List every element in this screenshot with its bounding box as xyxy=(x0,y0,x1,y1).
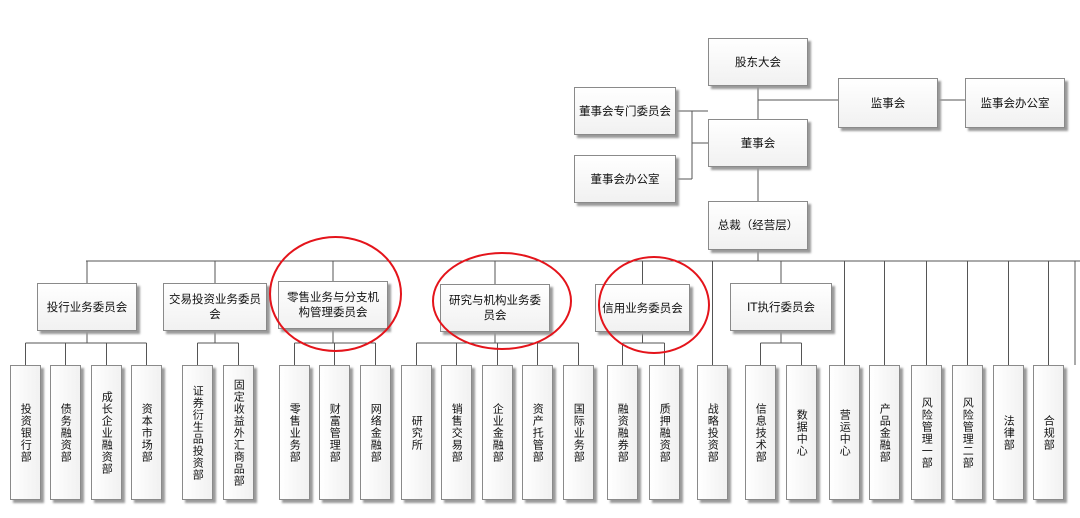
committee-box-label: 交易投资业务委员会 xyxy=(169,292,261,321)
committee-box: 投行业务委员会 xyxy=(37,283,137,331)
committee-box: IT执行委员会 xyxy=(730,283,832,331)
department-box-label: 合规部 xyxy=(1042,414,1056,451)
department-box-label: 销售交易部 xyxy=(450,402,464,463)
president-label: 总裁（经营层） xyxy=(717,218,799,232)
supervisors-office-box: 监事会办公室 xyxy=(965,78,1065,128)
department-box: 信息技术部 xyxy=(745,365,776,500)
department-box: 法律部 xyxy=(993,365,1024,500)
committee-box-label: IT执行委员会 xyxy=(747,299,815,314)
board-label: 董事会 xyxy=(740,135,776,150)
shareholders-label: 股东大会 xyxy=(735,54,781,69)
department-box: 证券衍生品投资部 xyxy=(182,365,213,500)
department-box-label: 营运中心 xyxy=(838,408,852,457)
department-box-label: 质押融资部 xyxy=(658,402,672,463)
board-office-label: 董事会办公室 xyxy=(590,171,660,186)
highlight-circle xyxy=(598,256,710,354)
department-box: 合规部 xyxy=(1033,365,1064,500)
president-box: 总裁（经营层） xyxy=(708,201,808,250)
department-box: 固定收益外汇商品部 xyxy=(223,365,254,500)
department-box-label: 产品金融部 xyxy=(878,402,892,463)
department-box-label: 资产托管部 xyxy=(531,402,545,463)
department-box-label: 债务融资部 xyxy=(59,402,73,463)
department-box: 风险管理一部 xyxy=(911,365,942,500)
department-box: 成长企业融资部 xyxy=(91,365,122,500)
department-box: 营运中心 xyxy=(829,365,860,500)
department-box-label: 企业金融部 xyxy=(491,402,505,463)
department-box-label: 财富管理部 xyxy=(328,402,342,463)
department-box: 投资银行部 xyxy=(10,365,41,500)
department-box: 销售交易部 xyxy=(441,365,472,500)
board-committee-box: 董事会专门委员会 xyxy=(574,87,676,135)
supervisors-label: 监事会 xyxy=(870,95,906,110)
department-box-label: 成长企业融资部 xyxy=(100,390,114,475)
department-box-label: 风险管理一部 xyxy=(920,396,934,469)
department-box-label: 法律部 xyxy=(1002,414,1016,451)
department-box-label: 网络金融部 xyxy=(369,402,383,463)
department-box-label: 固定收益外汇商品部 xyxy=(232,378,246,487)
department-box-label: 国际业务部 xyxy=(572,402,586,463)
department-box-label: 融资融券部 xyxy=(616,402,630,463)
board-box: 董事会 xyxy=(708,119,808,167)
board-committee-label: 董事会专门委员会 xyxy=(579,103,671,118)
department-box-label: 资本市场部 xyxy=(140,402,154,463)
committee-box-label: 投行业务委员会 xyxy=(46,299,128,314)
department-box: 研究所 xyxy=(401,365,432,500)
department-box-label: 证券衍生品投资部 xyxy=(191,384,205,481)
department-box: 资产托管部 xyxy=(522,365,553,500)
committee-box: 交易投资业务委员会 xyxy=(163,283,267,331)
department-box: 资本市场部 xyxy=(131,365,162,500)
department-box-label: 零售业务部 xyxy=(288,402,302,463)
supervisors-box: 监事会 xyxy=(838,78,938,128)
highlight-circle xyxy=(269,236,402,352)
shareholders-box: 股东大会 xyxy=(708,38,808,86)
department-box-label: 投资银行部 xyxy=(19,402,33,463)
department-box: 风险管理二部 xyxy=(952,365,983,500)
department-box: 债务融资部 xyxy=(50,365,81,500)
department-box: 数据中心 xyxy=(786,365,817,500)
department-box-label: 研究所 xyxy=(410,414,424,451)
department-box: 网络金融部 xyxy=(360,365,391,500)
department-box-label: 数据中心 xyxy=(795,408,809,457)
supervisors-office-label: 监事会办公室 xyxy=(980,95,1050,110)
department-box: 战略投资部 xyxy=(697,365,728,500)
department-box: 国际业务部 xyxy=(563,365,594,500)
board-office-box: 董事会办公室 xyxy=(574,155,676,203)
department-box: 财富管理部 xyxy=(319,365,350,500)
department-box-label: 风险管理二部 xyxy=(961,396,975,469)
department-box: 产品金融部 xyxy=(869,365,900,500)
department-box: 企业金融部 xyxy=(482,365,513,500)
department-box-label: 信息技术部 xyxy=(754,402,768,463)
department-box: 零售业务部 xyxy=(279,365,310,500)
highlight-circle xyxy=(432,252,572,350)
department-box: 融资融券部 xyxy=(607,365,638,500)
department-box: 质押融资部 xyxy=(649,365,680,500)
department-box-label: 战略投资部 xyxy=(706,402,720,463)
